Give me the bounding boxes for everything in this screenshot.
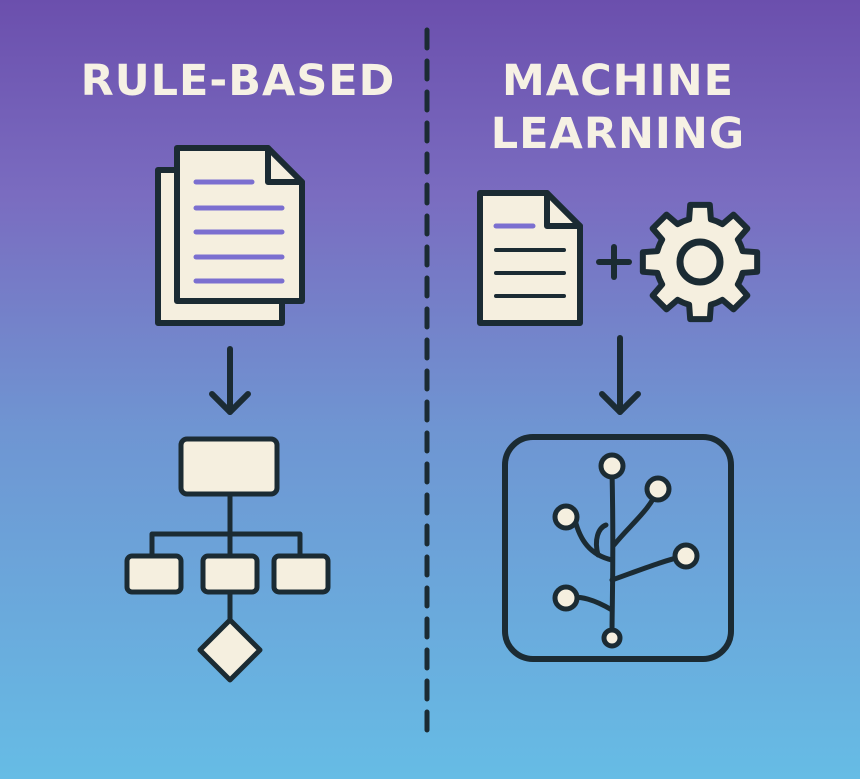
flowchart-icon	[124, 436, 331, 683]
document-icon	[477, 190, 583, 326]
machine-learning-title-line1: MACHINE	[502, 56, 734, 106]
arrow-down-icon	[599, 335, 641, 415]
gear-icon	[639, 201, 761, 323]
plus-icon	[596, 244, 632, 280]
machine-learning-title-line2: LEARNING	[491, 109, 745, 159]
neural-tree-icon	[502, 434, 734, 662]
arrow-down-icon	[209, 346, 251, 415]
document-stack-icon	[155, 145, 305, 326]
rule-based-title: RULE-BASED	[81, 56, 396, 106]
